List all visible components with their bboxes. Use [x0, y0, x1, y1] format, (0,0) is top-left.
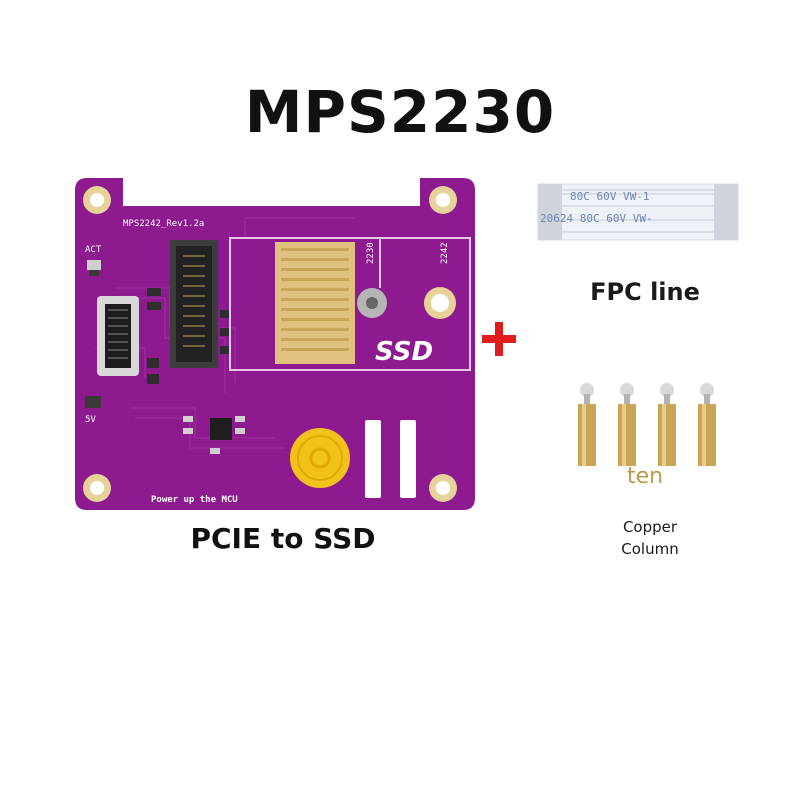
fpc-print-row1: 80C 60V VW-1 — [570, 190, 649, 203]
size-2242-label: 2242 — [440, 242, 450, 264]
plus-icon — [478, 318, 520, 360]
mounting-hole-bl — [83, 474, 111, 502]
vent-slot-1 — [365, 420, 381, 498]
vent-slot-2 — [400, 420, 416, 498]
fpc-cable-image: 80C 60V VW-1 20624 80C 60V VW- — [530, 180, 740, 244]
m2-slot — [170, 240, 218, 368]
size-2230-label: 2230 — [366, 242, 376, 264]
mcu-chip — [210, 418, 232, 440]
mounting-hole-tl — [83, 186, 111, 214]
standoff-2242 — [424, 287, 456, 319]
pcie-ssd-board-image: MPS2242_Rev1.2a ACT 5V — [75, 178, 475, 510]
model-label: MPS2242_Rev1.2a — [123, 219, 204, 229]
pcb-board-svg: MPS2242_Rev1.2a ACT 5V — [75, 178, 475, 510]
page-title: MPS2230 — [244, 78, 556, 146]
copper-column-1 — [578, 383, 596, 466]
seal-sticker — [290, 428, 350, 488]
fpc-caption: FPC line — [590, 278, 700, 306]
mounting-hole-br — [429, 474, 457, 502]
column-quantity-label: ten — [626, 464, 664, 489]
copper-column-2 — [618, 383, 636, 466]
fpc-print-row2: 20624 80C 60V VW- — [540, 212, 653, 225]
board-caption: PCIE to SSD — [190, 522, 376, 555]
column-caption-line1: Copper — [622, 518, 678, 536]
copper-columns-image — [565, 380, 735, 470]
copper-column-4 — [698, 383, 716, 466]
mounting-hole-tr — [429, 186, 457, 214]
ssd-label: SSD — [375, 337, 433, 367]
mcu-label: Power up the MCU — [151, 495, 238, 505]
act-label: ACT — [85, 245, 102, 255]
column-caption-line2: Column — [621, 540, 679, 558]
copper-column-3 — [658, 383, 676, 466]
standoff-2230 — [357, 288, 387, 318]
v5-label: 5V — [85, 415, 96, 425]
gold-pad-area — [275, 242, 355, 364]
